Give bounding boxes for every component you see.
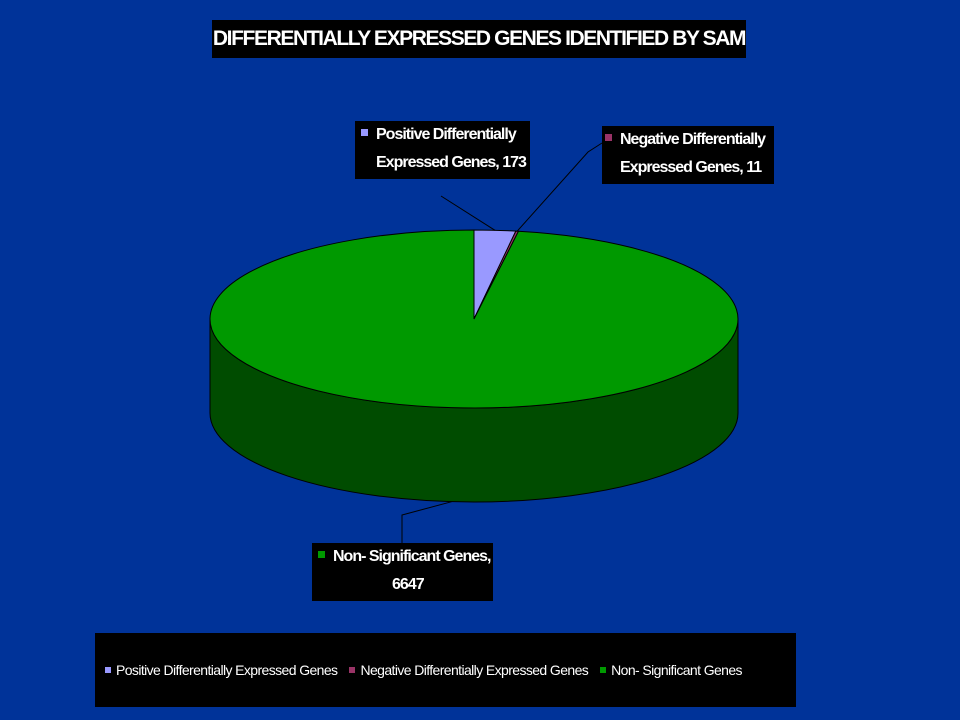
leader-positive	[440, 195, 496, 231]
chart-title: DIFFERENTIALLY EXPRESSED GENES IDENTIFIE…	[212, 20, 746, 58]
label-positive: Positive Differentially Expressed Genes,…	[355, 121, 530, 179]
label-positive-line2: Expressed Genes, 173	[376, 154, 527, 171]
label-negative: Negative Differentially Expressed Genes,…	[602, 126, 774, 184]
leader-nonsig	[401, 501, 452, 543]
legend-label-nonsig: Non- Significant Genes	[611, 662, 742, 678]
label-nonsig-line1: Non- Significant Genes,	[333, 548, 491, 565]
slice-nonsig	[209, 229, 739, 409]
label-positive-line1: Positive Differentially	[376, 126, 517, 143]
label-negative-line1: Negative Differentially	[620, 131, 766, 148]
legend-item-negative: Negative Differentially Expressed Genes	[349, 662, 589, 678]
legend-label-positive: Positive Differentially Expressed Genes	[116, 662, 338, 678]
label-nonsig-line2: 6647	[392, 576, 425, 593]
legend: Positive Differentially Expressed Genes …	[95, 633, 796, 707]
legend-label-negative: Negative Differentially Expressed Genes	[360, 662, 589, 678]
legend-swatch-negative	[349, 667, 356, 673]
label-nonsig-swatch	[318, 551, 325, 558]
label-positive-swatch	[361, 129, 368, 136]
legend-swatch-nonsig	[600, 667, 607, 673]
legend-item-positive: Positive Differentially Expressed Genes	[105, 662, 338, 678]
legend-item-nonsig: Non- Significant Genes	[600, 662, 743, 678]
leader-negative	[516, 142, 603, 232]
label-negative-line2: Expressed Genes, 11	[620, 159, 762, 176]
legend-swatch-positive	[105, 667, 111, 673]
label-nonsig: Non- Significant Genes, 6647	[312, 543, 493, 601]
label-negative-swatch	[605, 134, 612, 141]
